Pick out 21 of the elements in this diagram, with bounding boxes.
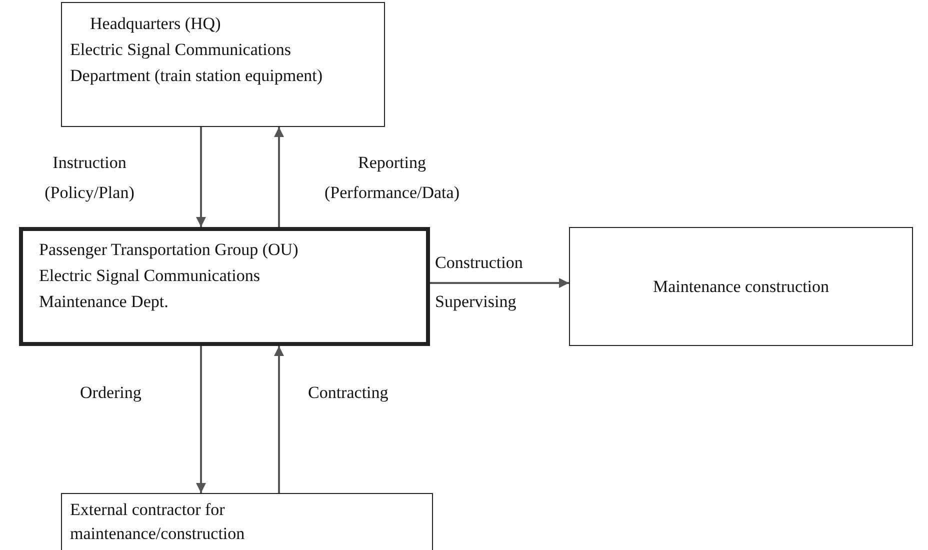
box-text: Electric Signal Communications Maintenance Dept. [39,265,261,313]
process-box [569,227,913,346]
box-text: Electric Signal Communications Department (train station equipment) [70,39,324,87]
edge-label: Contracting [308,382,388,404]
edge-label: Instruction (Policy/Plan) [44,152,136,204]
edge-label: Ordering [80,382,142,404]
arrow [196,127,206,227]
edge-label: Reporting (Performance/Data) [324,152,460,204]
arrow [274,127,284,227]
arrow [196,346,206,493]
arrow [430,278,569,288]
contractor-box [61,493,433,550]
box-title: Passenger Transportation Group (OU) [39,239,300,261]
box-text: Maintenance construction [652,276,830,298]
arrow [274,346,284,493]
box-title: Headquarters (HQ) [89,13,222,35]
line-note: Supervising [435,291,516,313]
office-box [61,2,385,127]
department-box [19,227,430,346]
edge-label: Construction [435,252,523,274]
box-text: External contractor for maintenance/construction [70,499,246,545]
